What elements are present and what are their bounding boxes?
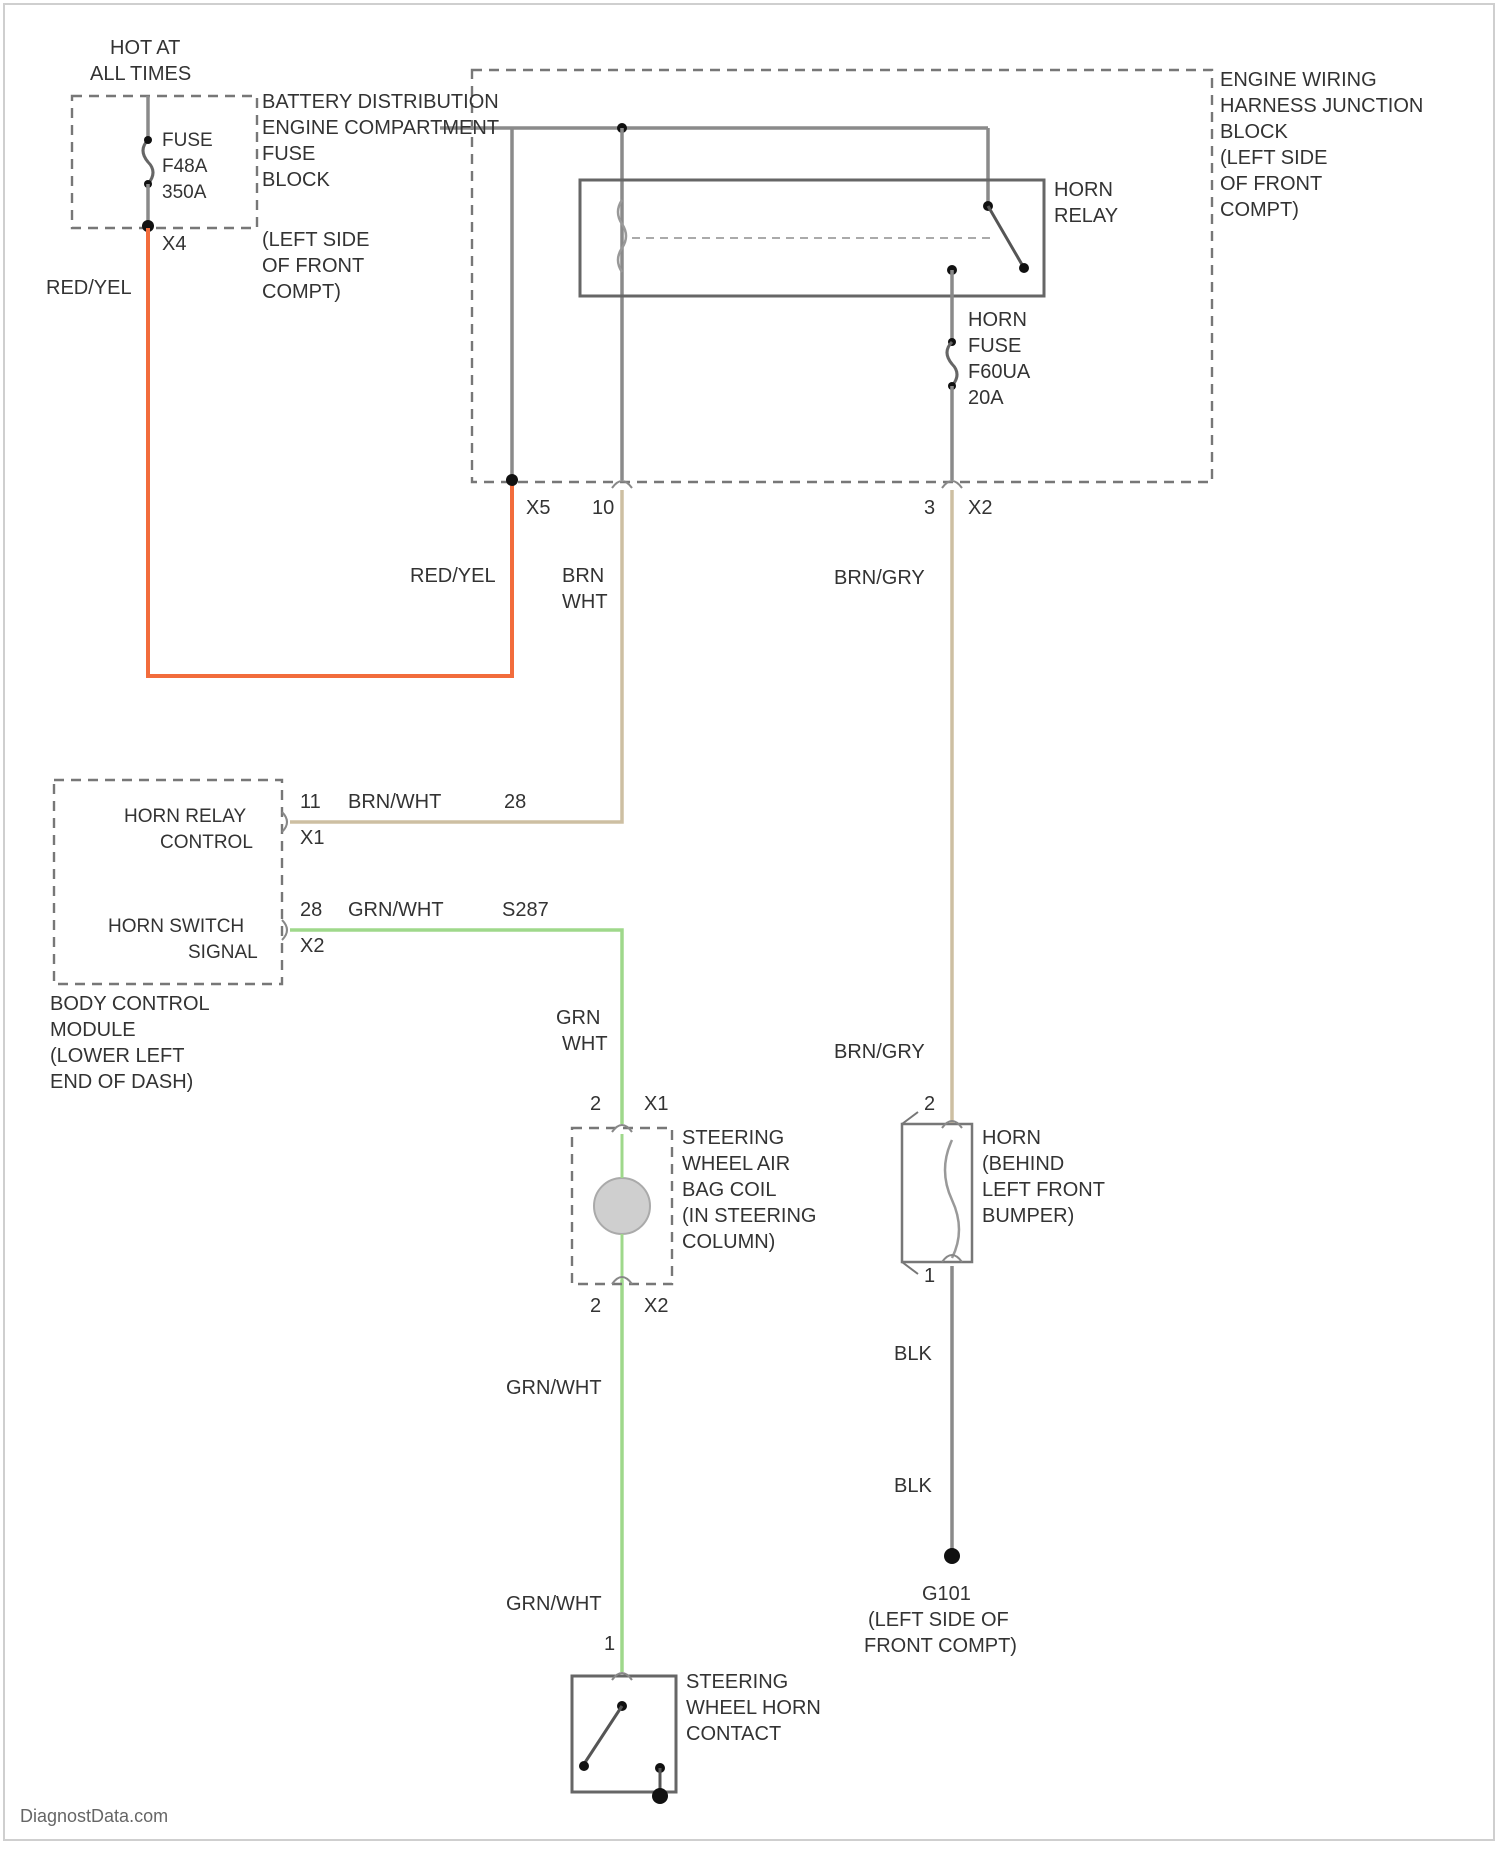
g101-label-3: FRONT COMPT) — [864, 1635, 1017, 1657]
horn-body — [902, 1124, 972, 1262]
bcm-brn-wht-label: BRN/WHT — [348, 791, 441, 813]
jb-label-4: (LEFT SIDE — [1220, 147, 1327, 169]
fuse-f48a-label-2: F48A — [162, 156, 208, 177]
watermark: DiagnostData.com — [20, 1806, 168, 1826]
splice-label: S287 — [502, 899, 549, 921]
coil-label-1: STEERING — [682, 1127, 784, 1149]
contact-label-2: WHEEL HORN — [686, 1697, 821, 1719]
bcm-horn-switch-label-1: HORN SWITCH — [108, 916, 244, 937]
horn-fuse-symbol — [947, 342, 957, 386]
blk-label-1: BLK — [894, 1343, 932, 1365]
coil-pin-2b-label: 2 — [590, 1295, 601, 1317]
relay-switch-contact — [1019, 263, 1029, 273]
blk-label-2: BLK — [894, 1475, 932, 1497]
battery-loc-label-3: COMPT) — [262, 281, 341, 303]
grn-label-1: GRN — [556, 1007, 600, 1029]
horn-label-3: LEFT FRONT — [982, 1179, 1105, 1201]
horn-coil-symbol — [945, 1140, 959, 1258]
jb-label-2: HARNESS JUNCTION — [1220, 95, 1423, 117]
hot-at-label-2: ALL TIMES — [90, 63, 191, 85]
connector-x2-top-label: X2 — [968, 497, 992, 519]
battery-loc-label-2: OF FRONT — [262, 255, 364, 277]
battery-dist-label-3: FUSE — [262, 143, 315, 165]
contact-ground-dot — [652, 1788, 668, 1804]
contact-label-3: CONTACT — [686, 1723, 781, 1745]
battery-dist-label-2: ENGINE COMPARTMENT — [262, 117, 499, 139]
red-yel-label-2: RED/YEL — [410, 565, 496, 587]
horn-pin-2-label: 2 — [924, 1093, 935, 1115]
brn-wht-wire — [290, 490, 622, 822]
horn-relay-label-1: HORN — [1054, 179, 1113, 201]
pin-10-label: 10 — [592, 497, 614, 519]
bcm-horn-relay-label-1: HORN RELAY — [124, 806, 246, 827]
coil-label-5: COLUMN) — [682, 1231, 775, 1253]
coil-connector-x1 — [612, 1125, 632, 1132]
bcm-x1-label: X1 — [300, 827, 324, 849]
battery-loc-label-1: (LEFT SIDE — [262, 229, 369, 251]
coil-pin-2-label: 2 — [590, 1093, 601, 1115]
bcm-horn-relay-label-2: CONTROL — [160, 832, 253, 853]
hot-at-label-1: HOT AT — [110, 37, 180, 59]
fuse-f48a-label-1: FUSE — [162, 130, 213, 151]
horn-fuse-label-4: 20A — [968, 387, 1004, 409]
contact-terminal-switch — [579, 1761, 589, 1771]
horn-pin-1-label: 1 — [924, 1265, 935, 1287]
coil-label-4: (IN STEERING — [682, 1205, 816, 1227]
bcm-28a-label: 28 — [504, 791, 526, 813]
jb-label-1: ENGINE WIRING — [1220, 69, 1377, 91]
horn-label-2: (BEHIND — [982, 1153, 1064, 1175]
coil-x1-label: X1 — [644, 1093, 668, 1115]
connector-x5-label: X5 — [526, 497, 550, 519]
wht-label-2: WHT — [562, 1033, 608, 1055]
grn-wht-label-1: GRN/WHT — [506, 1377, 602, 1399]
bcm-pin-11-label: 11 — [300, 791, 321, 813]
brn-gry-label-2: BRN/GRY — [834, 1041, 925, 1063]
grn-wht-label-2: GRN/WHT — [506, 1593, 602, 1615]
relay-switch-arm — [988, 206, 1024, 268]
coil-label-3: BAG COIL — [682, 1179, 776, 1201]
jb-label-3: BLOCK — [1220, 121, 1288, 143]
g101-label-1: G101 — [922, 1583, 971, 1605]
contact-switch-arm — [584, 1706, 622, 1764]
horn-flare — [902, 1112, 918, 1274]
bcm-pin-28-label: 28 — [300, 899, 322, 921]
clockspring-icon — [594, 1178, 650, 1234]
bcm-label-3: (LOWER LEFT — [50, 1045, 184, 1067]
bcm-label-4: END OF DASH) — [50, 1071, 193, 1093]
fuse-f48a-terminal-top — [144, 136, 152, 144]
battery-dist-label-1: BATTERY DISTRIBUTION — [262, 91, 499, 113]
jb-label-6: COMPT) — [1220, 199, 1299, 221]
engine-wiring-harness-junction-block — [472, 70, 1212, 482]
contact-pin-1-label: 1 — [604, 1633, 615, 1655]
g101-label-2: (LEFT SIDE OF — [868, 1609, 1009, 1631]
coil-x2-label: X2 — [644, 1295, 668, 1317]
brn-label-1: BRN — [562, 565, 604, 587]
connector-x5-dot — [506, 474, 518, 486]
horn-fuse-label-3: F60UA — [968, 361, 1031, 383]
contact-label-1: STEERING — [686, 1671, 788, 1693]
brn-gry-label-1: BRN/GRY — [834, 567, 925, 589]
red-yel-label-1: RED/YEL — [46, 277, 132, 299]
connector-x4-label: X4 — [162, 233, 186, 255]
fuse-f48a-symbol — [143, 140, 153, 184]
bcm-label-1: BODY CONTROL — [50, 993, 210, 1015]
horn-relay-label-2: RELAY — [1054, 205, 1118, 227]
bcm-grn-wht-label: GRN/WHT — [348, 899, 444, 921]
fuse-f48a-label-3: 350A — [162, 182, 207, 203]
pin-3-label: 3 — [924, 497, 935, 519]
coil-label-2: WHEEL AIR — [682, 1153, 790, 1175]
battery-dist-label-4: BLOCK — [262, 169, 330, 191]
ground-g101 — [944, 1548, 960, 1564]
horn-fuse-label-2: FUSE — [968, 335, 1021, 357]
horn-label-1: HORN — [982, 1127, 1041, 1149]
bcm-label-2: MODULE — [50, 1019, 136, 1041]
wht-label-1: WHT — [562, 591, 608, 613]
bcm-horn-switch-label-2: SIGNAL — [188, 942, 258, 963]
horn-label-4: BUMPER) — [982, 1205, 1074, 1227]
horn-fuse-label-1: HORN — [968, 309, 1027, 331]
bcm-x2-label: X2 — [300, 935, 324, 957]
jb-label-5: OF FRONT — [1220, 173, 1322, 195]
